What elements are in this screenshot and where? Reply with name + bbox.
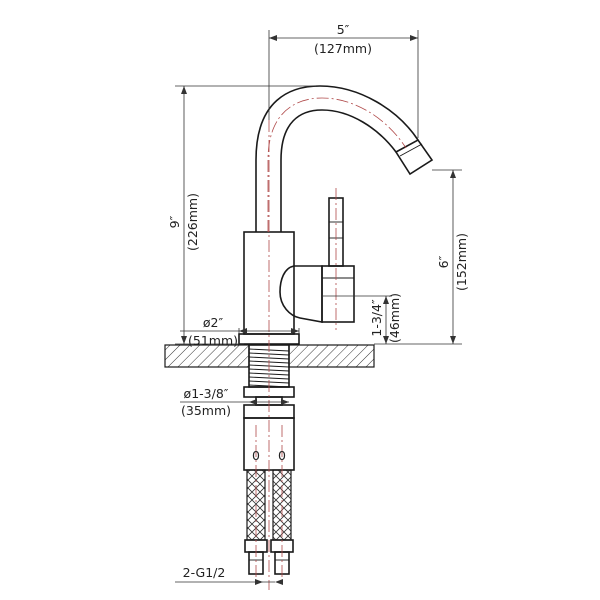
- connector-label: 2-G1/2: [183, 565, 226, 580]
- handle-height-label: 1-3/4″: [369, 299, 384, 337]
- dimension-lines: [175, 30, 462, 585]
- handle-height-metric-label: (46mm): [387, 293, 402, 343]
- handle: [279, 197, 355, 323]
- base-diameter-label: ø2″: [203, 315, 224, 330]
- spout-height-label: 6″: [436, 255, 451, 268]
- height-label: 9″: [167, 215, 182, 228]
- width-metric-label: (127mm): [314, 41, 372, 56]
- height-metric-label: (226mm): [185, 193, 200, 251]
- width-label: 5″: [337, 22, 350, 37]
- base-diameter-metric-label: (51mm): [188, 333, 238, 348]
- shank-diameter-label: ø1-3/8″: [184, 386, 229, 401]
- hose-mark-right: 0: [278, 448, 286, 463]
- spout-height-metric-label: (152mm): [454, 233, 469, 291]
- thread-line: [248, 376, 290, 380]
- spout: [255, 85, 434, 232]
- shank-diameter-metric-label: (35mm): [181, 403, 231, 418]
- thread-line: [248, 352, 290, 356]
- thread-line: [248, 356, 290, 360]
- center-lines: [255, 97, 407, 590]
- countertop: [164, 344, 375, 368]
- hose-mark-left: 0: [252, 448, 260, 463]
- thread-line: [248, 372, 290, 376]
